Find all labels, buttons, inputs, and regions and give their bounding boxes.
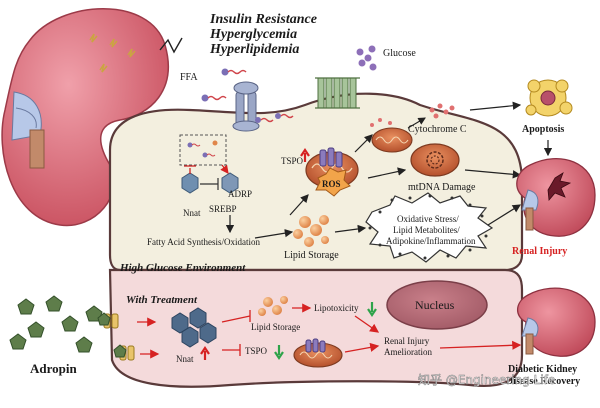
nnat-hexagon bbox=[181, 172, 199, 194]
label-stress-line3: Adipokine/Inflammation bbox=[386, 236, 476, 246]
inhibit-lipid-storage bbox=[221, 315, 251, 323]
treatment-mitochondria bbox=[293, 338, 343, 368]
injured-kidney bbox=[516, 157, 596, 237]
label-dkd-line2: Disease Recovery bbox=[506, 376, 580, 387]
label-glucose: Glucose bbox=[383, 48, 416, 59]
condition-hyperlipidemia: Hyperlipidemia bbox=[209, 42, 299, 57]
label-stress-line2: Lipid Metabolites/ bbox=[393, 225, 460, 235]
condition-insulin-resistance: Insulin Resistance bbox=[209, 12, 317, 27]
srebp-hexagon bbox=[221, 172, 239, 194]
starburst-dots bbox=[368, 194, 488, 260]
treatment-lipid-storage bbox=[258, 296, 288, 316]
label-dkd-line1: Diabetic Kidney bbox=[508, 364, 577, 375]
label-nucleus: Nucleus bbox=[415, 298, 455, 312]
label-high-glucose-env: High Glucose Environment bbox=[119, 262, 246, 274]
label-lipotoxicity: Lipotoxicity bbox=[314, 303, 359, 313]
label-tspo: TSPO bbox=[281, 156, 304, 166]
label-treat-nnat: Nnat bbox=[176, 354, 194, 364]
cytochrome-mitochondria bbox=[370, 118, 413, 153]
recovered-kidney bbox=[516, 287, 596, 357]
nnat-up-arrow bbox=[200, 346, 210, 360]
label-lipid-storage: Lipid Storage bbox=[284, 250, 339, 261]
label-srebp: SREBP bbox=[209, 204, 237, 214]
label-adrp: ADRP bbox=[228, 189, 252, 199]
label-apoptosis: Apoptosis bbox=[522, 124, 564, 135]
label-ffa: FFA bbox=[180, 72, 198, 83]
ffa-transporter bbox=[201, 68, 294, 132]
tspo-up-arrow bbox=[300, 148, 310, 162]
receptor-lower bbox=[113, 344, 135, 361]
mtdna-mitochondria bbox=[410, 143, 460, 177]
label-mtdna-damage: mtDNA Damage bbox=[408, 182, 476, 193]
apoptotic-cell bbox=[525, 79, 573, 117]
receptor-upper bbox=[97, 312, 119, 329]
label-stress-line1: Oxidative Stress/ bbox=[397, 214, 459, 224]
label-nnat: Nnat bbox=[183, 208, 201, 218]
lipid-storage-cluster bbox=[293, 215, 329, 247]
label-renal-amelioration-1: Renal Injury bbox=[384, 336, 430, 346]
stress-starburst bbox=[365, 192, 494, 263]
watermark: 知乎 @Engineering Life bbox=[418, 373, 555, 387]
label-renal-amelioration-2: Amelioration bbox=[384, 347, 432, 357]
nucleus bbox=[386, 280, 488, 330]
label-with-treatment: With Treatment bbox=[126, 294, 198, 306]
large-kidney-illustration bbox=[1, 8, 170, 227]
label-ros: ROS bbox=[322, 179, 341, 189]
label-adropin: Adropin bbox=[30, 361, 77, 376]
condition-hyperglycemia: Hyperglycemia bbox=[209, 27, 297, 42]
lipid-droplets-small bbox=[187, 140, 218, 158]
glucose-transporter bbox=[315, 45, 377, 109]
ros-burst bbox=[315, 167, 351, 197]
lipotoxicity-down-arrow bbox=[367, 302, 377, 317]
cytochrome-c-dots bbox=[429, 103, 455, 119]
label-treat-lipid-storage: Lipid Storage bbox=[251, 322, 300, 332]
label-treat-tspo: TSPO bbox=[245, 346, 268, 356]
zigzag-connector bbox=[159, 37, 183, 54]
label-fatty-acid: Fatty Acid Synthesis/Oxidation bbox=[147, 237, 261, 247]
label-cytochrome-c: Cytochrome C bbox=[408, 124, 467, 135]
treatment-nnat-hexagons bbox=[171, 307, 217, 348]
tspo-down-arrow bbox=[274, 345, 284, 360]
lipid-dashed-box bbox=[179, 134, 227, 166]
adropin-molecules bbox=[9, 295, 103, 353]
label-renal-injury: Renal Injury bbox=[512, 246, 567, 257]
